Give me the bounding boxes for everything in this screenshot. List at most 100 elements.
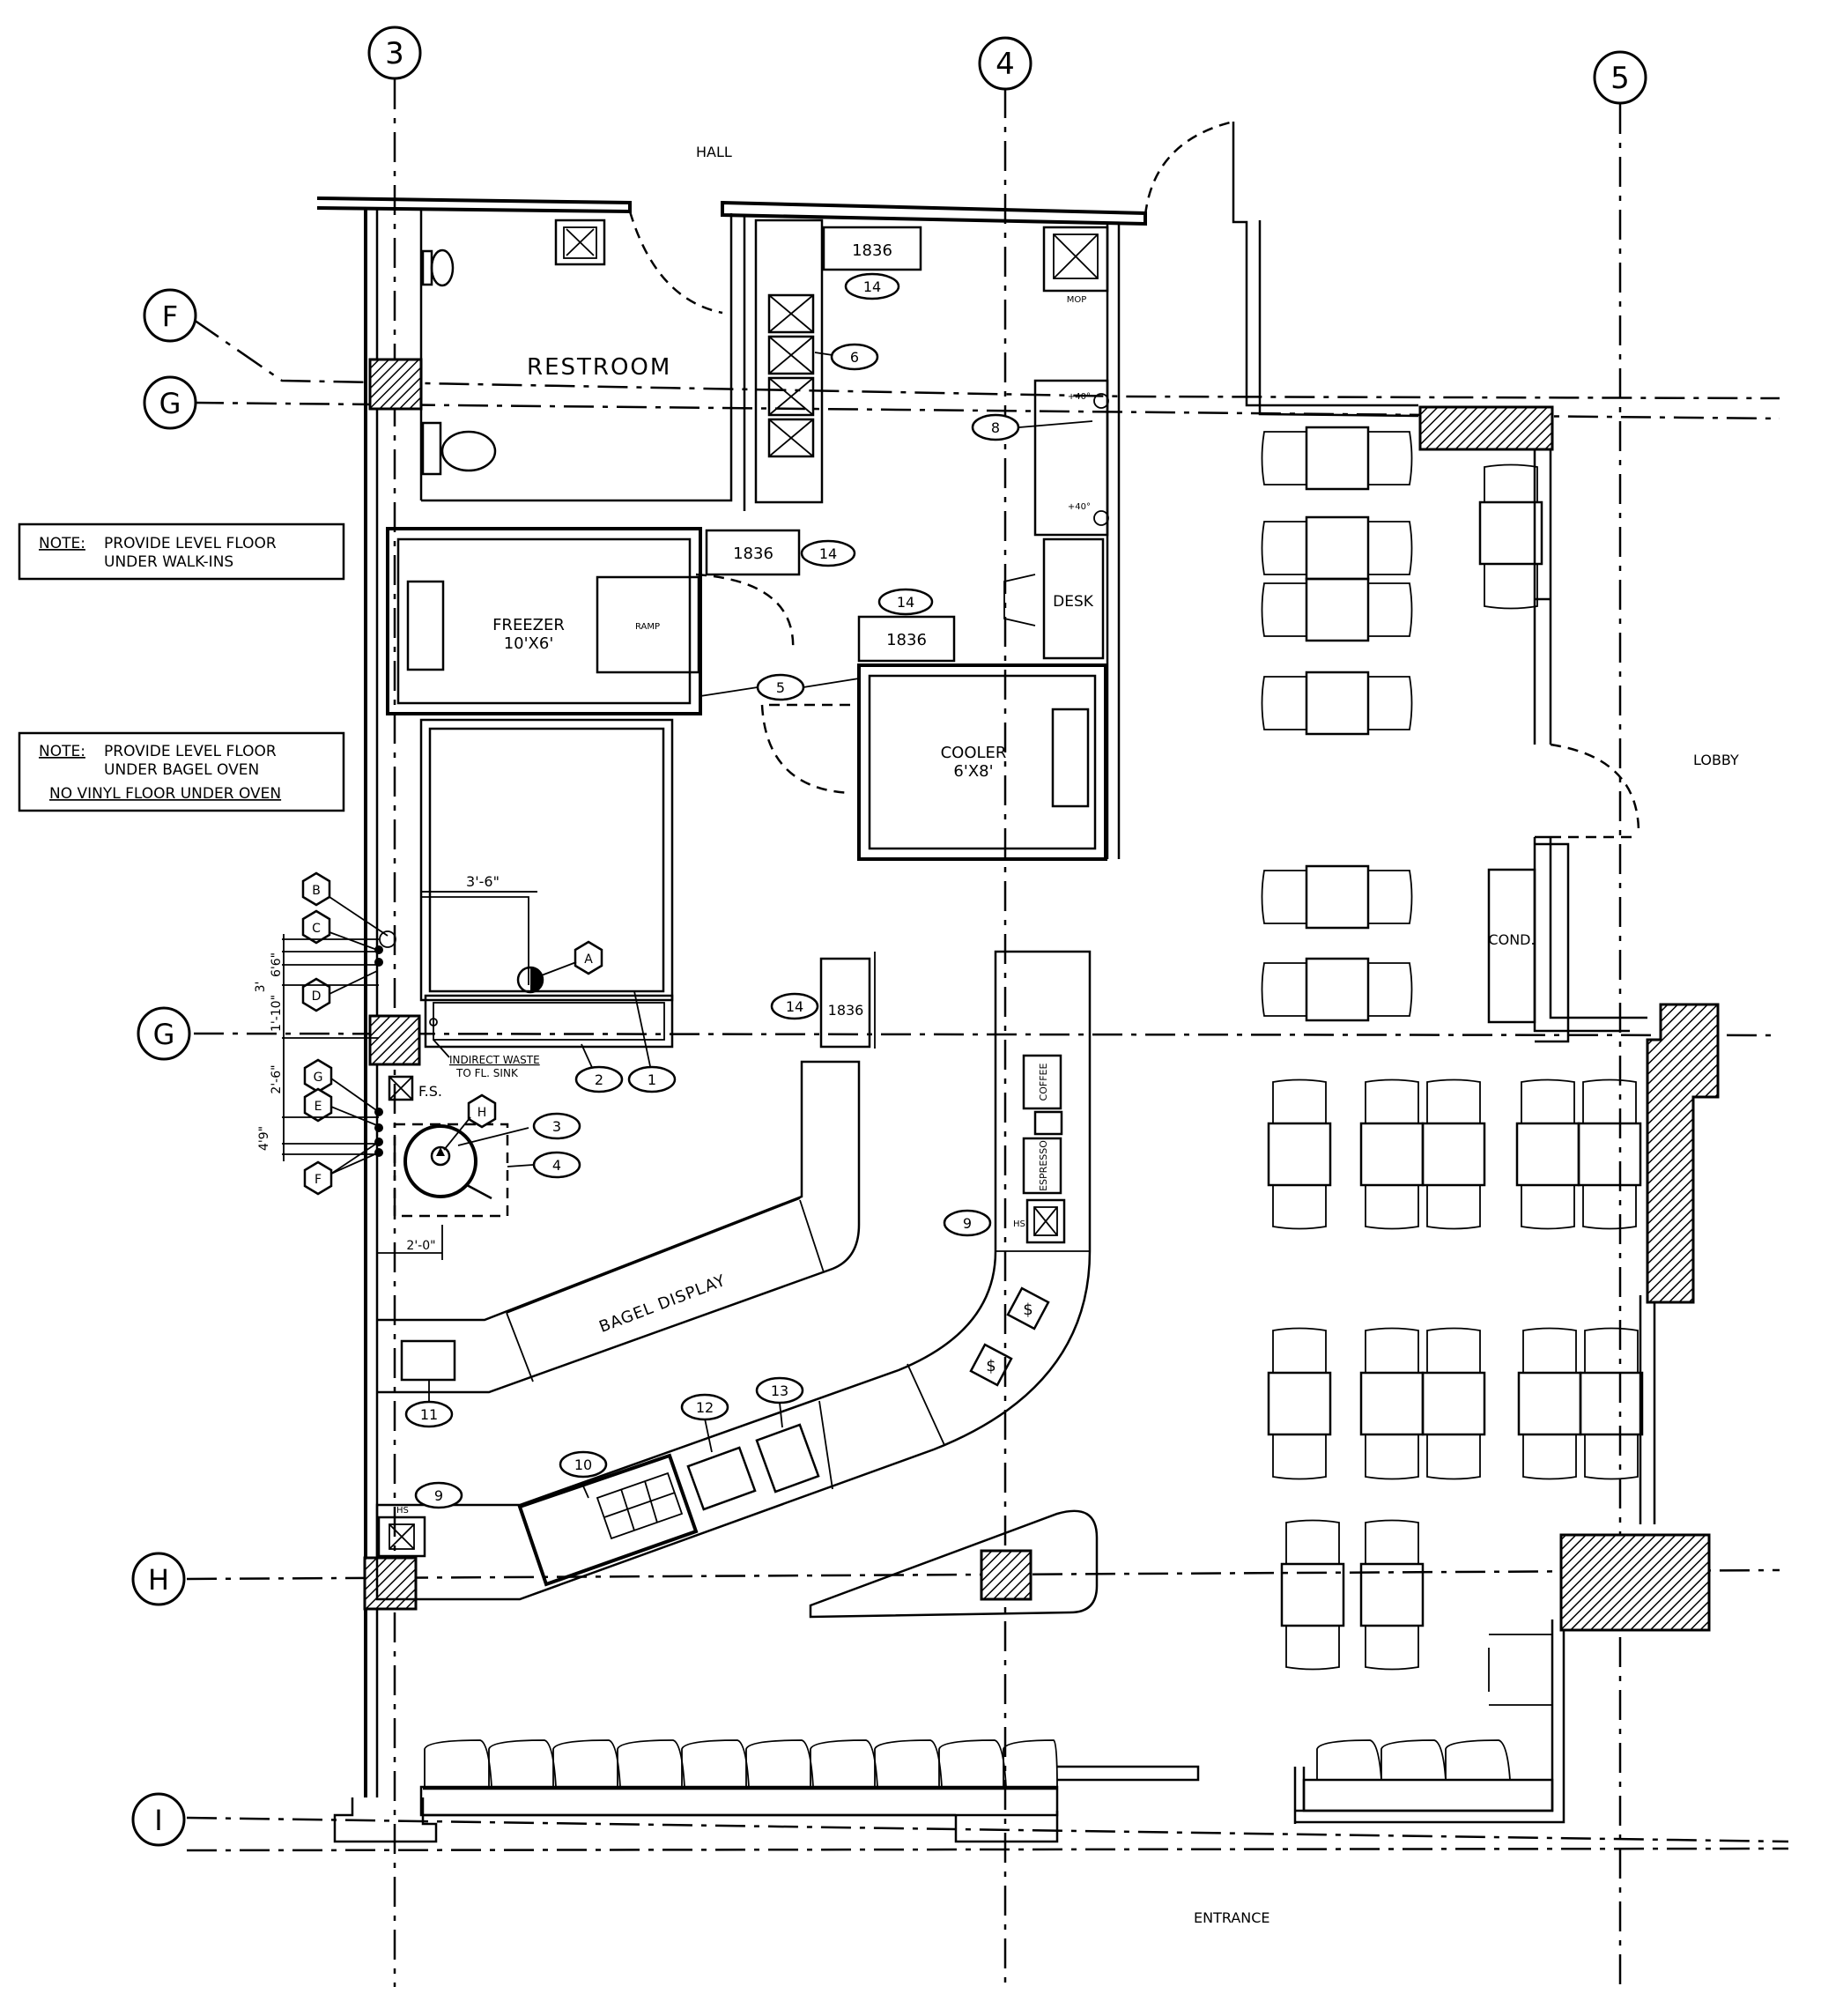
espresso-label: ESPRESSO	[1038, 1140, 1049, 1191]
desk: DESK	[1003, 537, 1105, 660]
hex-tags: A B C D G E F	[301, 871, 603, 1196]
dimension-strings: 6'6" 3' 1'-10" 2'-6" 4'9"	[254, 934, 379, 1161]
hex-tag-b-label: B	[312, 884, 321, 898]
grid-bubble-column-4-label: 4	[996, 47, 1015, 82]
dim-1-10: 1'-10"	[270, 995, 284, 1032]
grid-bubble-row-g-lower: G	[137, 1006, 191, 1061]
hex-tag-e-label: E	[315, 1100, 322, 1114]
cond-label: COND.	[1488, 931, 1535, 948]
grid-bubble-row-g-upper: G	[143, 375, 197, 430]
freezer-size: 10'X6'	[504, 634, 554, 653]
tag-6-label: 6	[850, 349, 859, 366]
equipment-10: 10	[517, 1450, 699, 1587]
grid-bubble-column-3-label: 3	[385, 36, 404, 71]
mixer: 2'-0"	[376, 1123, 509, 1260]
equipment-11: 11	[400, 1339, 456, 1428]
dim-6-6: 6'6"	[270, 952, 284, 977]
note-bagel-oven-label: NOTE:	[39, 743, 85, 760]
shelf-1836-mid-label: 1836	[733, 545, 773, 563]
note-bagel-oven-line1: PROVIDE LEVEL FLOOR	[104, 743, 277, 760]
grid-bubble-row-g-upper-label: G	[159, 387, 181, 420]
hs-label-front: HS	[396, 1506, 409, 1516]
coffee-counter: COFFEE ESPRESSO HS	[375, 950, 1092, 1601]
hex-tag-d-label: D	[312, 989, 322, 1004]
lobby-labels: LOBBY ENTRANCE	[1194, 752, 1739, 1926]
dining-tables	[419, 426, 1644, 1817]
coffee-label: COFFEE	[1038, 1064, 1049, 1101]
hex-tag-e: E	[303, 1087, 380, 1127]
indirect-waste-label: INDIRECT WASTE	[449, 1054, 540, 1066]
grid-bubble-column-5: 5	[1593, 50, 1647, 105]
tag-14-mid: 14	[819, 545, 837, 562]
cooler-size: 6'X8'	[953, 762, 993, 781]
tag-14-cooler: 14	[897, 594, 914, 611]
note-bagel-oven: NOTE: PROVIDE LEVEL FLOOR UNDER BAGEL OV…	[18, 731, 345, 812]
hex-tag-c: C	[301, 909, 378, 951]
hex-tag-h-label: H	[477, 1106, 487, 1120]
register-2-label: $	[986, 1357, 996, 1375]
tag-3: 3	[457, 1112, 581, 1146]
floor-sink-fs: F.S.	[388, 1075, 442, 1101]
door-swings	[628, 120, 1640, 839]
fs-label: F.S.	[418, 1083, 442, 1100]
to-fl-sink-label: TO FL. SINK	[455, 1067, 519, 1079]
table-8	[1359, 1078, 1486, 1230]
structural-columns	[363, 358, 1720, 1632]
dim-3-6: 3'-6"	[466, 873, 500, 890]
hex-tag-g-label: G	[314, 1071, 323, 1085]
mop-label: MOP	[1067, 295, 1087, 305]
equipment-13: 13	[755, 1376, 820, 1493]
table-4	[1478, 463, 1543, 610]
shelf-1836-cooler-label: 1836	[886, 631, 927, 649]
note-walk-ins: NOTE: PROVIDE LEVEL FLOOR UNDER WALK-INS	[18, 523, 345, 581]
window-bar-left	[419, 1739, 1059, 1817]
tag-1: 1	[627, 990, 677, 1093]
storage-shelving	[754, 219, 824, 504]
entrance-label: ENTRANCE	[1194, 1909, 1270, 1926]
table-11	[1359, 1327, 1486, 1480]
hand-sink-front: HS 9	[377, 1481, 463, 1558]
grid-bubble-column-5-label: 5	[1610, 61, 1630, 96]
note-bagel-oven-line2: UNDER BAGEL OVEN	[104, 761, 259, 779]
dim-3: 3'	[254, 982, 268, 993]
hex-tag-f-label: F	[315, 1173, 322, 1187]
temp-upper: +40°	[1068, 392, 1091, 402]
table-6	[1261, 957, 1413, 1022]
tag-3-label: 3	[552, 1118, 561, 1135]
cond-counter: COND.	[1487, 842, 1570, 1043]
floor-drain-restroom	[554, 219, 606, 266]
table-14	[1359, 1519, 1425, 1671]
tag-12: 12	[696, 1399, 714, 1416]
tag-5-label: 5	[776, 679, 785, 696]
hex-tag-g: G	[303, 1058, 380, 1113]
hs-label-coffee: HS	[1013, 1219, 1025, 1229]
restroom: RESTROOM HALL	[421, 144, 732, 476]
grid-bubble-column-4: 4	[978, 36, 1033, 91]
ramp-label: RAMP	[635, 622, 660, 632]
tag-8-label: 8	[991, 419, 1000, 436]
cash-register-1: $	[1006, 1286, 1050, 1330]
shelf-1836-cooler: 1836 14	[857, 588, 956, 663]
tag-4: 4	[507, 1151, 581, 1179]
shelf-1836-mid: 1836 14	[705, 529, 856, 576]
window-bar-right	[1302, 1634, 1554, 1812]
shelf-1836-front-label: 1836	[828, 1002, 864, 1019]
tag-9-coffee-label: 9	[963, 1215, 972, 1232]
bagel-display-counter: BAGEL DISPLAY	[377, 1060, 861, 1394]
bagel-oven-area: 3'-6"	[419, 718, 674, 1002]
grid-bubble-row-g-lower-label: G	[153, 1018, 175, 1051]
note-bagel-oven-line3: NO VINYL FLOOR UNDER OVEN	[49, 785, 281, 803]
grid-bubble-row-f: F	[143, 288, 197, 343]
hex-tag-a-label: A	[584, 952, 593, 967]
note-walk-ins-label: NOTE:	[39, 535, 85, 552]
cash-register-2: $	[969, 1343, 1013, 1387]
note-walk-ins-line1: PROVIDE LEVEL FLOOR	[104, 535, 277, 552]
dim-2-6: 2'-6"	[270, 1064, 284, 1093]
hex-tag-b: B	[301, 871, 389, 937]
hex-tag-h: H	[443, 1093, 497, 1151]
restroom-label: RESTROOM	[527, 354, 671, 381]
grid-bubble-column-3: 3	[367, 26, 422, 80]
cooler-label: COOLER	[941, 744, 1007, 762]
tag-8: 8	[971, 413, 1093, 441]
